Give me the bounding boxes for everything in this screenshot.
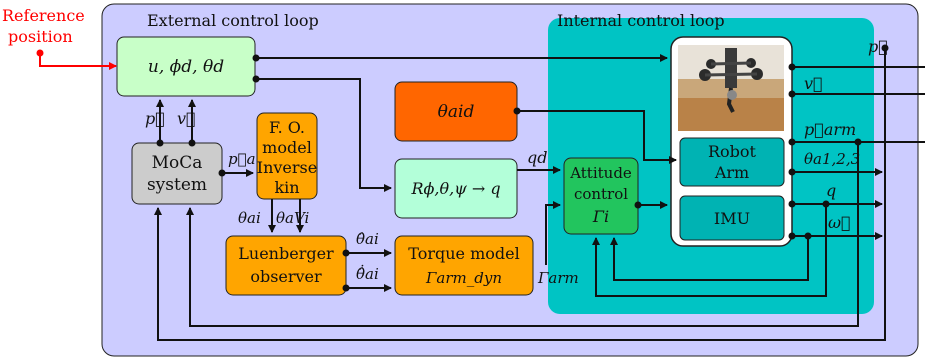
edge-torque-to-attitude [545, 201, 561, 265]
node-feedback-parm [854, 138, 862, 146]
label-pa: p⃗a [228, 150, 256, 168]
torque-model-block [394, 235, 534, 296]
external-loop-title: External control loop [147, 11, 319, 30]
node-feedback-q [822, 200, 830, 208]
inverse-kin-line2: model [262, 138, 312, 157]
node-moca-v [188, 139, 196, 147]
node-output-v [788, 90, 796, 98]
label-theta-avi: θaVi [276, 209, 310, 227]
internal-loop-title: Internal control loop [557, 11, 725, 30]
imu-label: IMU [714, 209, 750, 228]
node-moca-pa [218, 169, 226, 177]
label-theta-hat: θ̂ai [356, 230, 379, 248]
label-p-arm: p⃗arm [804, 120, 856, 139]
attitude-line1: Attitude [569, 164, 632, 182]
edge-setpoint-to-rotation [256, 78, 392, 192]
reference-label-line2: position [8, 27, 73, 46]
edge-feedback-q-to-attitude [592, 204, 827, 297]
node-output-theta-a123 [788, 168, 796, 176]
node-attitude-out [634, 201, 642, 209]
edge-feedback-p-to-moca [154, 48, 886, 341]
imu-block [679, 195, 785, 241]
theta-aid-label: θaid [438, 102, 475, 122]
robot-arm-block [679, 137, 785, 187]
label-v-out: v⃗ [804, 74, 823, 93]
luenberger-block [225, 235, 347, 296]
node-setpoint-out-1 [252, 54, 260, 62]
label-theta-ai: θai [238, 209, 261, 227]
reference-label-line1: Reference [2, 6, 85, 25]
torque-line1: Torque model [408, 244, 519, 263]
robot-arm-line1: Robot [708, 142, 757, 161]
node-theta-aid-out [513, 107, 521, 115]
node-feedback-p [881, 44, 889, 52]
node-output-omega [788, 232, 796, 240]
label-gamma-arm: Γarm [537, 269, 579, 287]
inverse-kin-block [256, 112, 318, 200]
attitude-line3: Γi [592, 207, 609, 226]
label-v: v⃗ [177, 109, 196, 128]
label-p-out: p⃗ [868, 37, 888, 56]
node-setpoint-out-2 [252, 75, 260, 83]
node-theta-hat [342, 249, 350, 257]
torque-line2: Γarm_dyn [425, 269, 502, 287]
setpoint-block [116, 36, 256, 97]
label-q: q [826, 181, 836, 200]
moca-label-line2: system [147, 175, 207, 195]
luenberger-line1: Luenberger [238, 244, 334, 263]
node-feedback-omega [804, 232, 812, 240]
node-output-parm [788, 138, 796, 146]
rotation-block [394, 158, 518, 219]
label-omega: ω⃗ [828, 213, 851, 232]
edge-feedback-omega-to-attitude [610, 236, 809, 281]
label-qd: qd [527, 148, 547, 167]
node-output-p [788, 63, 796, 71]
label-theta-hat-dot: θ̂̇ai [356, 264, 379, 283]
robot-arm-line2: Arm [714, 163, 749, 182]
edge-theta-aid-to-robot-arm [517, 110, 677, 164]
edge-feedback-parm-to-moca [186, 142, 859, 327]
inverse-kin-line3: Inverse [257, 158, 317, 177]
node-output-q [788, 200, 796, 208]
label-theta-a123: θa1,2,3 [804, 150, 860, 168]
robot-photo [678, 45, 784, 131]
node-theta-hat-dot [342, 284, 350, 292]
inverse-kin-line1: F. O. [269, 118, 305, 137]
reference-source-dot [36, 49, 44, 57]
luenberger-line2: observer [250, 267, 322, 286]
inverse-kin-line4: kin [274, 178, 299, 197]
attitude-control-block [563, 157, 639, 235]
attitude-line2: control [574, 185, 628, 203]
moca-label-line1: MoCa [152, 153, 203, 173]
node-moca-p [156, 139, 164, 147]
reference-arrow [39, 53, 117, 70]
label-p: p⃗ [145, 109, 165, 128]
setpoint-label: u, ϕd, θd [148, 57, 224, 77]
rotation-label: Rϕ,θ,ψ → q [410, 179, 500, 198]
